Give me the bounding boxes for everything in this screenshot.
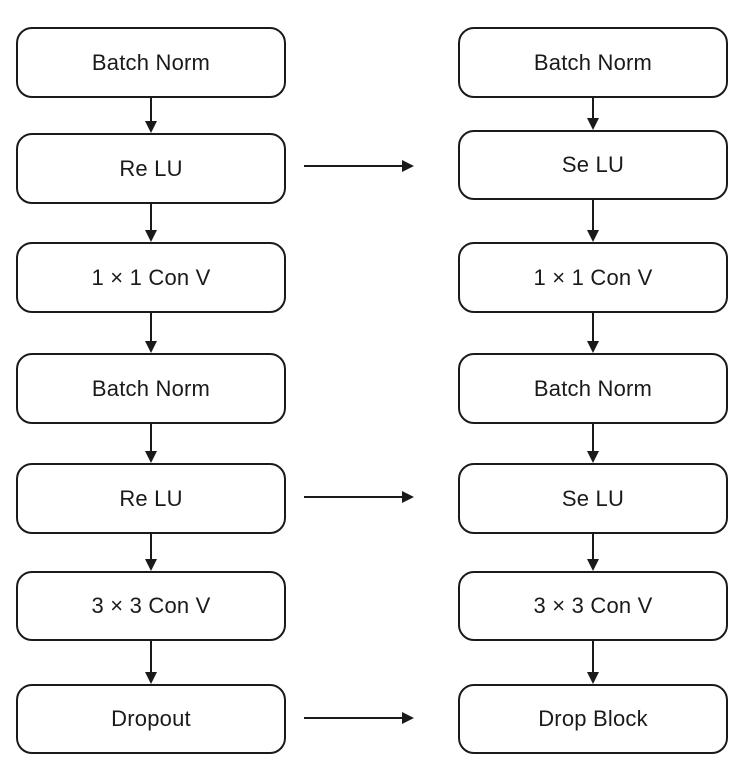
right-node-selu-2: Se LU xyxy=(458,463,728,534)
left-node-conv-1x1: 1 × 1 Con V xyxy=(16,242,286,313)
left-node-conv-3x3: 3 × 3 Con V xyxy=(16,571,286,641)
right-node-conv-3x3: 3 × 3 Con V xyxy=(458,571,728,641)
right-node-batch-norm-1: Batch Norm xyxy=(458,27,728,98)
right-node-drop-block: Drop Block xyxy=(458,684,728,754)
left-node-batch-norm-2: Batch Norm xyxy=(16,353,286,424)
right-node-batch-norm-2: Batch Norm xyxy=(458,353,728,424)
left-node-batch-norm-1: Batch Norm xyxy=(16,27,286,98)
left-node-dropout: Dropout xyxy=(16,684,286,754)
left-node-relu-2: Re LU xyxy=(16,463,286,534)
left-node-relu-1: Re LU xyxy=(16,133,286,204)
right-node-conv-1x1: 1 × 1 Con V xyxy=(458,242,728,313)
right-node-selu-1: Se LU xyxy=(458,130,728,200)
